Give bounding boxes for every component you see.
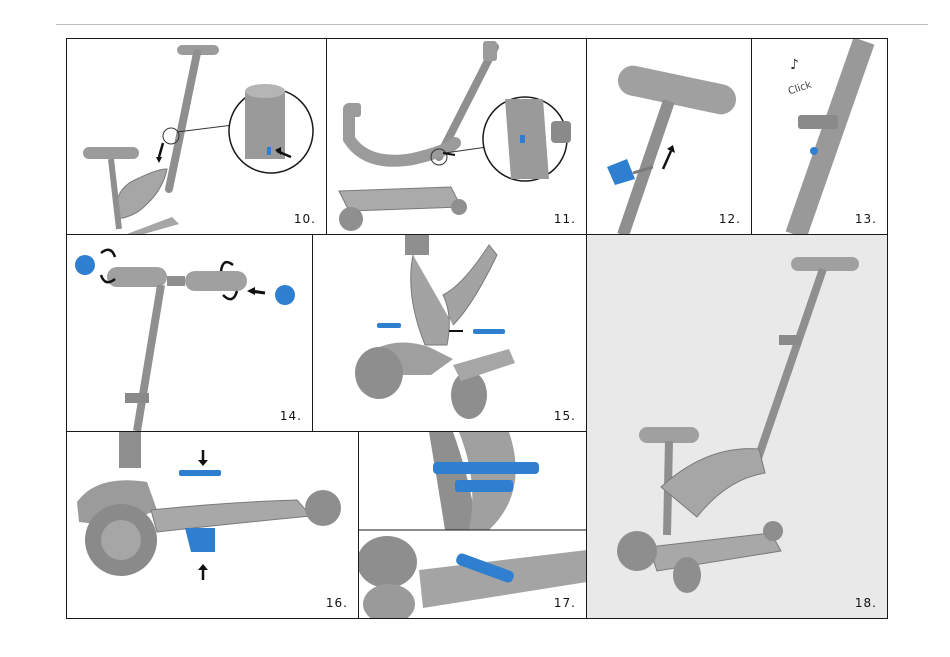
step-number: 15. bbox=[554, 409, 576, 423]
step-panel-18: 18. bbox=[586, 234, 888, 619]
scooter-illustration bbox=[67, 235, 313, 432]
scooter-illustration bbox=[587, 235, 888, 619]
step-number: 17. bbox=[554, 596, 576, 610]
step-panel-14: 14. bbox=[66, 234, 313, 432]
scooter-illustration bbox=[67, 39, 327, 235]
step-panel-12: 12. bbox=[586, 38, 752, 235]
scooter-illustration bbox=[359, 432, 587, 619]
music-note-icon: ♪ bbox=[790, 57, 799, 73]
step-panel-10: 10. bbox=[66, 38, 327, 235]
step-panel-13: ♪ Click 13. bbox=[751, 38, 888, 235]
step-number: 13. bbox=[855, 212, 877, 226]
header-divider bbox=[56, 24, 928, 25]
step-number: 16. bbox=[326, 596, 348, 610]
step-number: 14. bbox=[280, 409, 302, 423]
step-number: 12. bbox=[719, 212, 741, 226]
step-number: 11. bbox=[554, 212, 576, 226]
step-panel-16: 16. bbox=[66, 431, 359, 619]
step-number: 18. bbox=[855, 596, 877, 610]
scooter-illustration bbox=[587, 39, 752, 235]
step-panel-11: 11. bbox=[326, 38, 587, 235]
scooter-illustration bbox=[327, 39, 587, 235]
step-panel-15: 15. bbox=[312, 234, 587, 432]
scooter-illustration: ♪ bbox=[752, 39, 888, 235]
step-number: 10. bbox=[294, 212, 316, 226]
scooter-illustration bbox=[67, 432, 359, 619]
step-panel-17: 17. bbox=[358, 431, 587, 619]
scooter-illustration bbox=[313, 235, 587, 432]
